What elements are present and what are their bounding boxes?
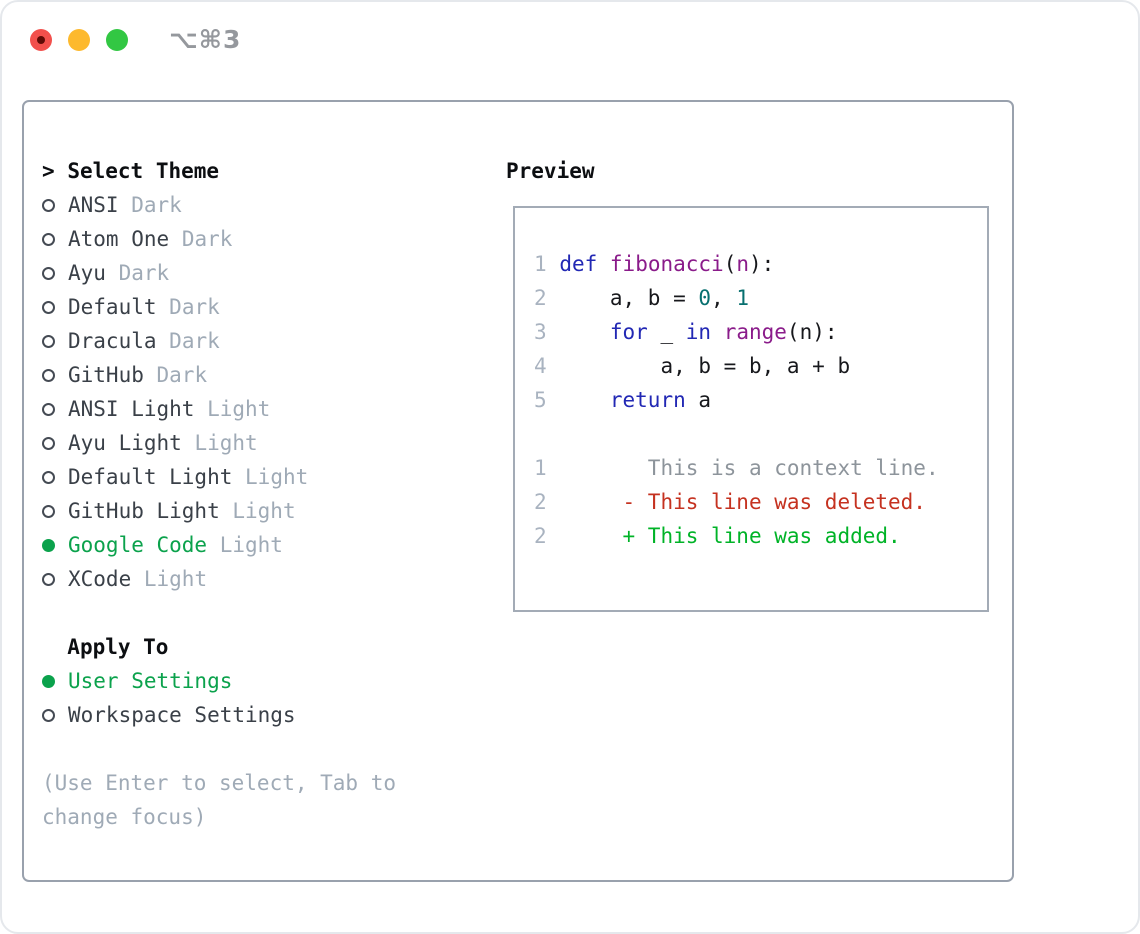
select-theme-header: > Select Theme xyxy=(42,154,492,188)
radio-unselected-icon xyxy=(42,471,55,484)
theme-option-github-light[interactable]: GitHub Light Light xyxy=(42,494,492,528)
theme-variant-tag: Dark xyxy=(169,329,220,353)
theme-name: GitHub Light xyxy=(68,499,220,523)
radio-selected-icon xyxy=(42,539,55,552)
code-line: 2 - This line was deleted. xyxy=(534,490,926,514)
theme-name: ANSI xyxy=(68,193,119,217)
theme-variant-tag: Light xyxy=(194,431,258,455)
apply-to-title: Apply To xyxy=(67,635,169,659)
radio-unselected-icon xyxy=(42,709,55,722)
theme-name: Ayu xyxy=(68,261,106,285)
radio-unselected-icon xyxy=(42,335,55,348)
theme-variant-tag: Light xyxy=(143,567,208,591)
prompt-icon: > xyxy=(42,159,55,183)
radio-unselected-icon xyxy=(42,505,55,518)
theme-variant-tag: Light xyxy=(207,397,271,421)
apply-option-user-settings[interactable]: User Settings xyxy=(42,664,492,698)
radio-unselected-icon xyxy=(42,403,55,416)
code-block: 1 def fibonacci(n): 2 a, b = 0, 1 3 for _ … xyxy=(534,247,939,553)
theme-option-xcode[interactable]: XCode Light xyxy=(42,562,492,596)
theme-option-ayu[interactable]: Ayu Dark xyxy=(42,256,492,290)
code-line: 1 This is a context line. xyxy=(534,456,939,480)
theme-variant-tag: Light xyxy=(232,499,296,523)
theme-option-ansi-light[interactable]: ANSI Light Light xyxy=(42,392,492,426)
code-line xyxy=(534,417,939,451)
apply-option-label: Workspace Settings xyxy=(68,703,296,727)
theme-name: XCode xyxy=(68,567,132,591)
select-theme-title: Select Theme xyxy=(67,159,220,183)
theme-option-github[interactable]: GitHub Dark xyxy=(42,358,492,392)
preview-title: Preview xyxy=(506,159,595,183)
theme-variant-tag: Dark xyxy=(131,193,182,217)
zoom-button[interactable] xyxy=(106,29,128,51)
radio-unselected-icon xyxy=(42,267,55,280)
window-title: ⌥⌘3 xyxy=(169,25,242,54)
line-number: 4 xyxy=(534,354,547,378)
apply-option-workspace-settings[interactable]: Workspace Settings xyxy=(42,698,492,732)
theme-variant-tag: Dark xyxy=(118,261,170,285)
theme-variant-tag: Dark xyxy=(181,227,233,251)
code-line: 2 + This line was added. xyxy=(534,524,901,548)
hint-line-2: change focus) xyxy=(42,805,207,829)
radio-unselected-icon xyxy=(42,573,55,586)
theme-option-default-light[interactable]: Default Light Light xyxy=(42,460,492,494)
theme-option-dracula[interactable]: Dracula Dark xyxy=(42,324,492,358)
theme-option-google-code[interactable]: Google Code Light xyxy=(42,528,492,562)
hint-line-1: (Use Enter to select, Tab to xyxy=(42,771,397,795)
theme-variant-tag: Light xyxy=(219,533,283,557)
apply-to-header: Apply To xyxy=(42,630,492,664)
line-number: 2 xyxy=(534,286,547,310)
theme-variant-tag: Dark xyxy=(156,363,208,387)
theme-option-ansi[interactable]: ANSI Dark xyxy=(42,188,492,222)
line-number: 1 xyxy=(534,456,547,480)
radio-unselected-icon xyxy=(42,233,55,246)
line-number: 2 xyxy=(534,524,547,548)
theme-option-ayu-light[interactable]: Ayu Light Light xyxy=(42,426,492,460)
theme-name: ANSI Light xyxy=(68,397,195,421)
theme-name: Google Code xyxy=(68,533,208,557)
apply-option-label: User Settings xyxy=(68,669,233,693)
line-number: 5 xyxy=(534,388,547,412)
theme-name: GitHub xyxy=(68,363,144,387)
minimize-button[interactable] xyxy=(68,29,90,51)
radio-unselected-icon xyxy=(42,369,55,382)
radio-selected-icon xyxy=(42,675,55,688)
radio-unselected-icon xyxy=(42,301,55,314)
theme-name: Atom One xyxy=(68,227,170,251)
close-button[interactable] xyxy=(30,29,52,51)
code-line: 3 for _ in range(n): xyxy=(534,320,838,344)
line-number: 1 xyxy=(534,252,547,276)
theme-name: Default xyxy=(68,295,157,319)
theme-name: Dracula xyxy=(68,329,157,353)
line-number: 2 xyxy=(534,490,547,514)
code-line: 1 def fibonacci(n): xyxy=(534,252,775,276)
code-line: 4 a, b = b, a + b xyxy=(534,354,851,378)
close-dot-icon xyxy=(37,36,45,44)
preview-box: 1 def fibonacci(n): 2 a, b = 0, 1 3 for _ … xyxy=(513,206,989,612)
theme-variant-tag: Dark xyxy=(169,295,220,319)
theme-option-atom-one[interactable]: Atom One Dark xyxy=(42,222,492,256)
code-line: 2 a, b = 0, 1 xyxy=(534,286,749,310)
theme-variant-tag: Light xyxy=(245,465,309,489)
theme-name: Default Light xyxy=(68,465,233,489)
code-line: 5 return a xyxy=(534,388,712,412)
line-number: 3 xyxy=(534,320,547,344)
theme-name: Ayu Light xyxy=(68,431,182,455)
radio-unselected-icon xyxy=(42,199,55,212)
radio-unselected-icon xyxy=(42,437,55,450)
theme-option-default[interactable]: Default Dark xyxy=(42,290,492,324)
